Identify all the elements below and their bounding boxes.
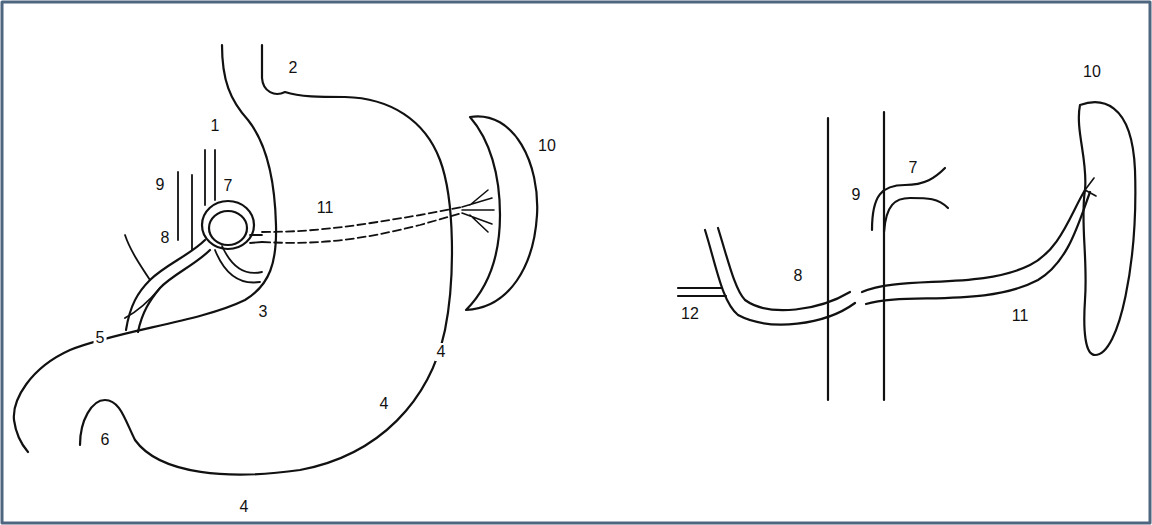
callout-number: 4	[435, 343, 448, 361]
hepatic-branches	[125, 235, 160, 318]
common-hepatic-artery	[705, 230, 855, 324]
callout-number: 9	[850, 186, 863, 204]
splenic-hilum-vessels	[1085, 178, 1096, 196]
lesser-curvature	[14, 45, 276, 452]
callout-number: 11	[1010, 307, 1031, 325]
splenic-artery	[862, 190, 1085, 292]
common-hepatic-artery	[138, 250, 210, 332]
common-hepatic-artery	[718, 228, 850, 310]
hepatic-branch-stub	[678, 288, 726, 296]
callout-number: 11	[315, 199, 336, 217]
callout-number: 8	[159, 229, 172, 247]
callout-number: 7	[907, 159, 920, 177]
callout-number: 5	[94, 329, 107, 347]
gastric-branch	[215, 246, 262, 283]
spleen	[466, 116, 537, 310]
splenic-hilum-vessels	[462, 190, 494, 232]
vessel	[205, 150, 215, 205]
greater-curvature	[80, 45, 452, 475]
callout-number: 6	[99, 431, 112, 449]
left-gastric-loop	[209, 211, 247, 245]
aorta	[178, 172, 192, 250]
callout-number: 10	[536, 137, 558, 155]
callout-number: 10	[1081, 63, 1103, 81]
callout-number: 8	[792, 267, 805, 285]
callout-number: 7	[222, 177, 235, 195]
callout-number: 12	[679, 305, 701, 323]
splenic-origin	[250, 235, 262, 243]
aorta	[828, 112, 884, 400]
callout-number: 3	[257, 303, 270, 321]
splenic-artery	[866, 192, 1090, 304]
common-hepatic-artery	[126, 240, 205, 330]
splenic-artery-behind	[262, 207, 462, 232]
callout-number: 1	[209, 117, 222, 135]
spleen	[1079, 102, 1135, 355]
callout-number: 9	[154, 176, 167, 194]
callout-number: 2	[287, 59, 300, 77]
callout-number: 4	[238, 498, 251, 516]
left-gastric-loop	[202, 201, 254, 249]
left-gastric-artery	[884, 198, 948, 232]
callout-number: 4	[378, 395, 391, 413]
splenic-artery-behind	[262, 213, 462, 243]
